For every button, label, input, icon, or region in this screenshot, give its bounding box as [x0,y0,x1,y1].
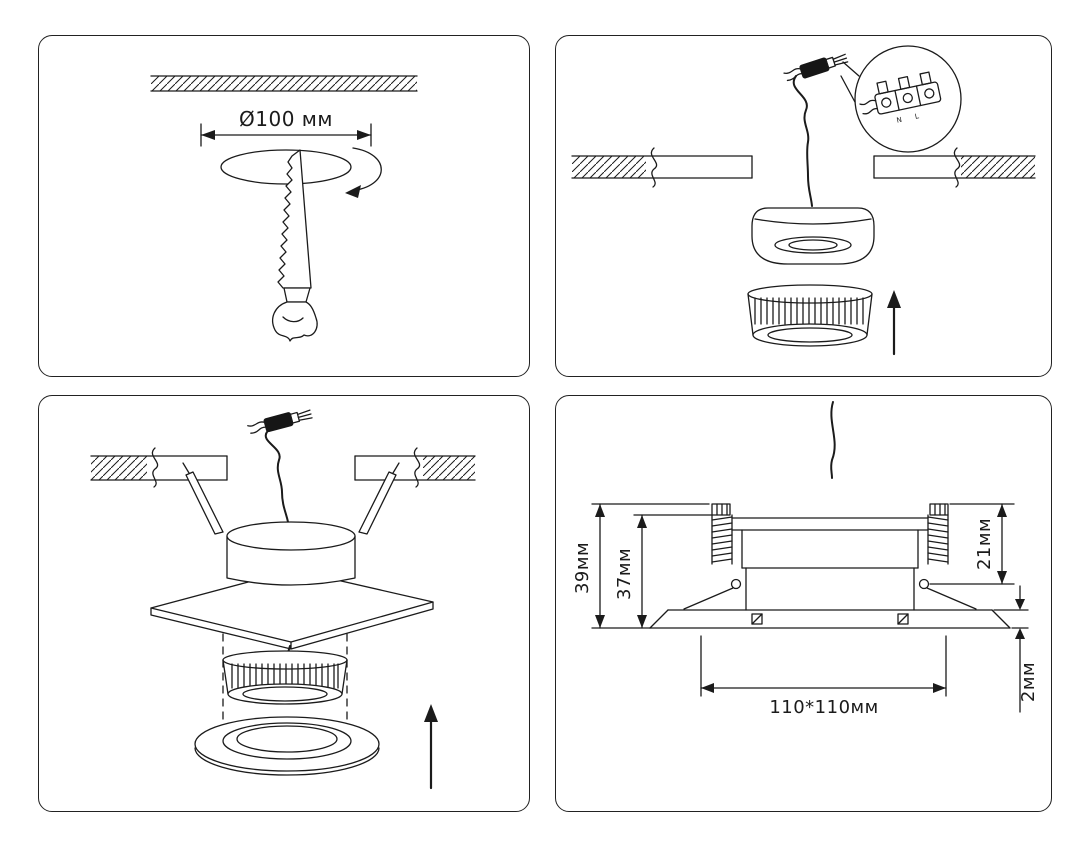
ceiling-hatch-strip [150,75,418,92]
trim-ring [194,716,380,776]
wire-connector [247,409,313,434]
saw-tool [272,149,318,342]
ceiling-section [571,147,1036,188]
rotation-arrow [350,147,382,192]
step1-drawing: Ø100 мм [150,75,418,342]
trim-flange-section [649,609,1011,629]
power-wire [792,75,813,207]
dim-21mm-label: 21мм [974,518,995,570]
dim-39mm-label: 39мм [572,542,593,594]
insert-direction-arrow [887,290,901,356]
decor-ring [747,284,873,347]
fixture-body [751,207,875,265]
insert-direction-arrow [424,704,438,790]
knurl-texture [754,297,864,325]
dimension-2mm: 2мм [993,585,1039,713]
panel-step-4-dimensions: 39мм 37мм 21мм [555,395,1052,812]
panel-step-1-cut-hole: Ø100 мм [38,35,530,377]
step2-drawing: N L [571,45,1036,356]
dim-2mm-label: 2мм [1018,662,1039,702]
dim-37mm-label: 37мм [614,548,635,600]
break-squiggle [151,447,159,488]
wire-connector [783,53,849,82]
terminal-l-label: L [914,112,920,121]
spring-clips [182,462,400,535]
fixture-cross-section [683,503,977,611]
panel-step-3-mount-trim [38,395,530,812]
step4-drawing: 39мм 37мм 21мм [572,401,1039,718]
dimension-39mm: 39мм [572,503,710,629]
cut-hole [220,147,382,198]
detail-leader-lines [840,61,860,105]
panel-step-2-connect-wiring: N L [555,35,1052,377]
decor-ring [222,633,348,727]
terminal-n-label: N [896,116,903,125]
hole-diameter-label: Ø100 мм [239,107,333,131]
dimension-110mm: 110*110мм [700,635,947,718]
dimension-37mm: 37мм [614,514,713,629]
hole-diameter-dimension: Ø100 мм [200,107,372,147]
break-squiggle [953,147,961,188]
step3-drawing [90,409,476,790]
break-squiggle [413,447,421,488]
power-wire [830,401,836,479]
dim-110mm-label: 110*110мм [769,697,878,718]
magnifier-circle [854,45,962,153]
mounting-plate [150,569,434,650]
terminal-block: N L [859,71,942,125]
fixture-body [226,521,356,586]
ceiling-section [90,447,476,488]
break-squiggle [650,147,658,188]
knurl-texture [231,663,339,689]
wiring-detail-circle: N L [854,45,962,153]
power-wire-upper [264,431,290,529]
dimension-21mm: 21мм [929,503,1015,585]
